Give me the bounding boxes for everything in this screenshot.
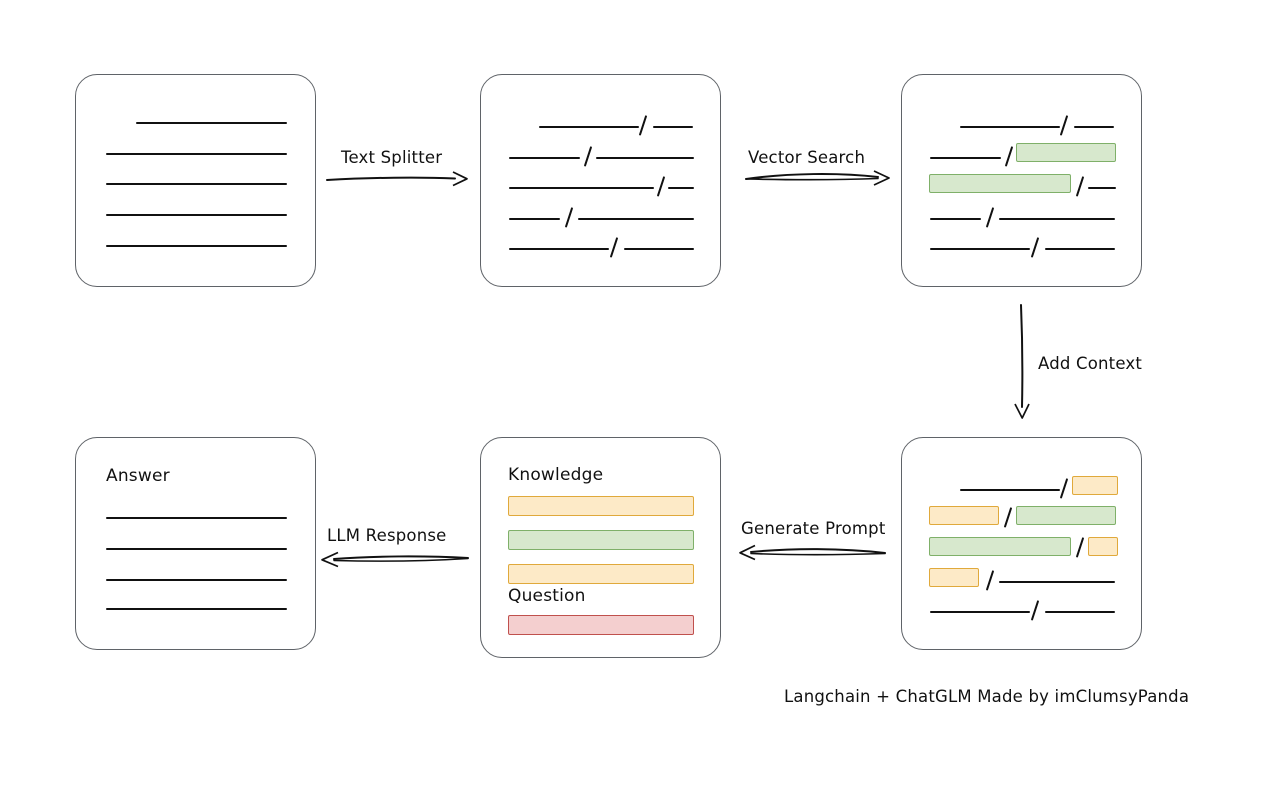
chunk-line [578, 218, 694, 220]
chunk-line [1045, 611, 1115, 613]
chunk-line [930, 157, 1001, 159]
prompt-question-heading: Question [508, 586, 586, 606]
answer-line [106, 579, 287, 581]
prompt-knowledge-heading: Knowledge [508, 465, 604, 485]
prompt-knowledge-chip-yellow [508, 496, 694, 516]
answer-heading: Answer [106, 466, 170, 486]
highlight-chip-green [929, 537, 1071, 556]
chunk-line [509, 187, 654, 189]
edge-llm-response [321, 551, 469, 568]
answer-line [106, 548, 287, 550]
node-source-document[interactable] [75, 74, 316, 287]
chunk-separator-icon [985, 207, 995, 228]
answer-line [106, 517, 287, 519]
chunk-separator-icon [1075, 537, 1085, 558]
chunk-separator-icon [1059, 115, 1069, 136]
edge-add-context [1014, 304, 1030, 419]
highlight-chip-green [1016, 506, 1116, 525]
doc-line [136, 122, 287, 124]
chunk-separator-icon [1030, 600, 1040, 621]
edge-text-splitter [326, 171, 468, 187]
chunk-separator-icon [609, 237, 619, 258]
chunk-line [999, 581, 1115, 583]
chunk-separator-icon [1059, 478, 1069, 499]
edge-label-vector-search: Vector Search [748, 148, 866, 167]
chunk-separator-icon [1075, 176, 1085, 197]
chunk-line [624, 248, 694, 250]
chunk-separator-icon [656, 176, 666, 197]
doc-line [106, 153, 287, 155]
chunk-line [596, 157, 694, 159]
edge-label-add-context: Add Context [1038, 354, 1143, 373]
chunk-separator-icon [1004, 146, 1014, 167]
chunk-line [930, 248, 1030, 250]
chunk-line [960, 126, 1060, 128]
doc-line [106, 245, 287, 247]
chunk-separator-icon [583, 146, 593, 167]
node-split-chunks[interactable] [480, 74, 721, 287]
chunk-line [1045, 248, 1115, 250]
chunk-line [999, 218, 1115, 220]
edge-vector-search [745, 170, 890, 186]
chunk-line [930, 611, 1030, 613]
edge-label-llm-response: LLM Response [327, 526, 447, 545]
chunk-line [668, 187, 694, 189]
prompt-question-chip-red [508, 615, 694, 635]
chunk-line [960, 489, 1060, 491]
prompt-knowledge-chip-yellow [508, 564, 694, 584]
chunk-line [539, 126, 639, 128]
edge-label-text-splitter: Text Splitter [341, 148, 443, 167]
doc-line [106, 183, 287, 185]
highlight-chip-yellow [1072, 476, 1118, 495]
answer-line [106, 608, 287, 610]
chunk-line [1088, 187, 1116, 189]
chunk-separator-icon [1030, 237, 1040, 258]
chunk-line [509, 248, 609, 250]
chunk-separator-icon [564, 207, 574, 228]
highlight-chip-yellow [929, 568, 979, 587]
highlight-chip-green [1016, 143, 1116, 162]
node-context-chunks[interactable] [901, 437, 1142, 650]
chunk-separator-icon [638, 115, 648, 136]
highlight-chip-green [929, 174, 1071, 193]
chunk-line [509, 157, 580, 159]
chunk-line [930, 218, 981, 220]
chunk-line [653, 126, 693, 128]
footer-credit: Langchain + ChatGLM Made by imClumsyPand… [784, 687, 1190, 706]
chunk-line [1074, 126, 1114, 128]
chunk-separator-icon [1003, 507, 1013, 528]
chunk-separator-icon [985, 570, 995, 591]
prompt-knowledge-chip-green [508, 530, 694, 550]
node-answer[interactable]: Answer [75, 437, 316, 650]
node-prompt[interactable]: Knowledge Question [480, 437, 721, 658]
chunk-line [509, 218, 560, 220]
highlight-chip-yellow [1088, 537, 1118, 556]
doc-line [106, 214, 287, 216]
node-matched-chunks[interactable] [901, 74, 1142, 287]
edge-generate-prompt [739, 544, 886, 561]
edge-label-generate-prompt: Generate Prompt [741, 519, 886, 538]
highlight-chip-yellow [929, 506, 999, 525]
